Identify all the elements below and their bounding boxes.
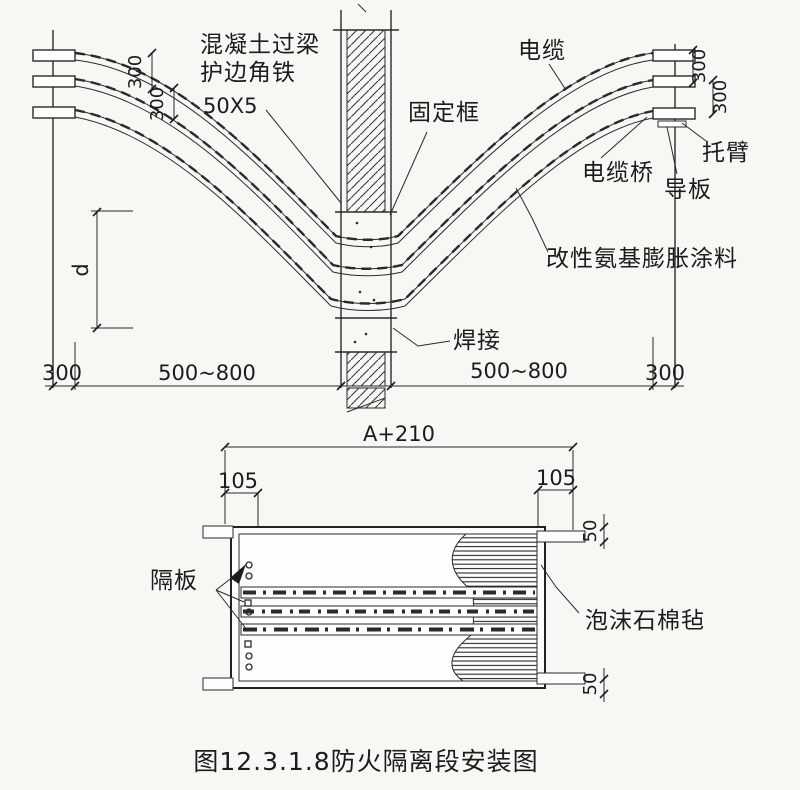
left-bracket-arm: [32, 75, 76, 88]
elevation-view: d 300 300 300 300: [32, 3, 750, 413]
guide-plate-shape: [657, 120, 687, 128]
label-concrete-lintel: 混凝土过梁: [200, 32, 320, 58]
partition-arrowhead: [230, 564, 246, 584]
label-angle-spec: 50X5: [203, 94, 257, 118]
cable-tray-strips: [240, 586, 538, 636]
dim-500-800-right: 500~800: [470, 359, 568, 383]
label-partition: 隔板: [150, 568, 198, 594]
label-foam-felt: 泡沫石棉毡: [585, 608, 705, 634]
hatched-wall-upper: [346, 29, 386, 213]
vertical-300-dimensions: 300 300 300 300: [125, 45, 731, 124]
mortar-speckles: [353, 221, 376, 344]
label-cable-tray: 电缆桥: [582, 160, 654, 186]
right-bracket-arm: [652, 49, 696, 62]
dimension-d: d: [69, 207, 133, 333]
dim-inset-left: 105: [218, 469, 258, 493]
right-bracket-arm: [652, 107, 696, 120]
dim-rail-bottom: 50: [580, 673, 601, 696]
concrete-wall: [333, 3, 399, 413]
dim-inset-right: 105: [536, 466, 576, 490]
partition-hooks: [244, 561, 253, 671]
dimension-insets: 105 105: [218, 466, 578, 531]
dimension-rail-heights: 50 50: [580, 514, 609, 702]
right-top-rail: [536, 530, 586, 543]
bottom-dimension-chain: 300 500~800 500~800 300: [42, 337, 685, 391]
hatched-wall-lower: [346, 351, 386, 387]
left-wall-and-brackets: [32, 30, 76, 388]
dim-overall-label: A+210: [363, 422, 435, 446]
leader-lines: [265, 63, 707, 347]
dim-300-left-1: 300: [125, 55, 146, 89]
right-bottom-rail: [536, 672, 586, 685]
dim-300-right-1: 300: [689, 49, 710, 83]
label-bracket-arm: 托臂: [702, 140, 750, 166]
label-fixed-frame: 固定框: [408, 100, 480, 126]
label-cable: 电缆: [518, 38, 566, 64]
dim-d-label: d: [69, 263, 93, 276]
label-guide-plate: 导板: [664, 177, 712, 203]
left-bracket-arm: [32, 49, 76, 62]
dim-300-left-2: 300: [147, 87, 168, 121]
left-bottom-flange: [202, 677, 234, 691]
left-top-flange: [202, 525, 234, 539]
label-edge-angle-iron: 护边角铁: [200, 60, 296, 86]
dim-300-bottom-left: 300: [42, 361, 82, 385]
dim-500-800-left: 500~800: [158, 361, 256, 385]
label-expansion-coating: 改性氨基膨胀涂料: [546, 246, 738, 272]
dim-300-bottom-right: 300: [645, 361, 685, 385]
left-bracket-arm: [32, 106, 76, 119]
figure-caption: 图12.3.1.8防火隔离段安装图: [193, 747, 538, 776]
dim-rail-top: 50: [580, 520, 601, 543]
section-view: A+210 105 105: [150, 422, 705, 702]
right-wall-and-brackets: [652, 44, 696, 388]
cable-bundles: [74, 51, 654, 311]
dimension-overall: A+210: [220, 422, 578, 530]
label-weld: 焊接: [453, 328, 501, 354]
section-leaders: [215, 564, 580, 631]
dim-300-right-2: 300: [710, 80, 731, 114]
